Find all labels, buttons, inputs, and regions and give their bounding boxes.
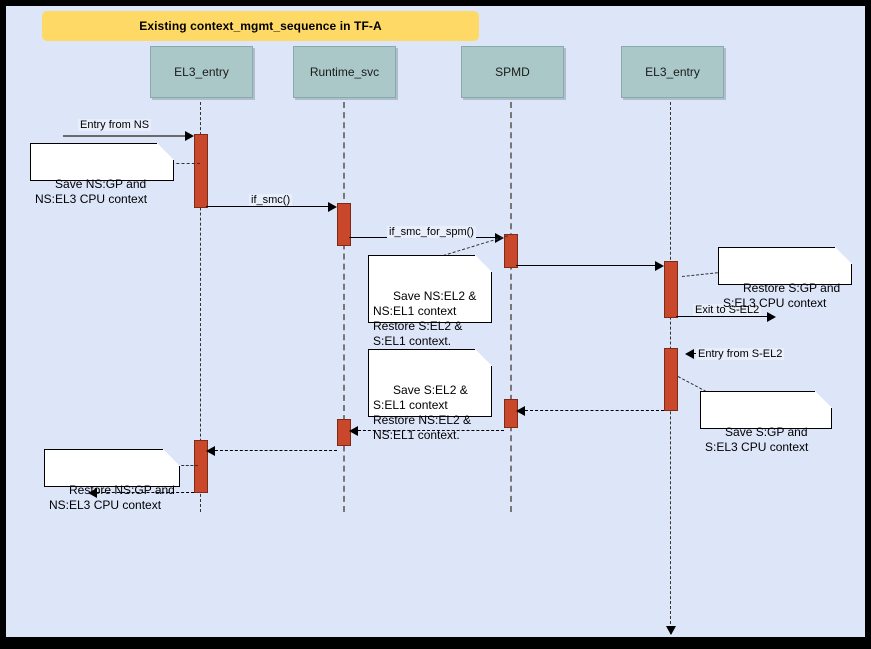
note-restore-s-gp: Restore S:GP and S:EL3 CPU context	[718, 247, 852, 310]
note-save-s-gp: Save S:GP and S:EL3 CPU context	[700, 391, 832, 454]
note-connector-6	[172, 465, 198, 466]
message-label-if-smc-for-spm: if_smc_for_spm()	[387, 226, 476, 238]
lifeline-header-spmd[interactable]: SPMD	[461, 46, 564, 98]
message-label-exit-to-s-el2: Exit to S-EL2	[693, 304, 762, 316]
message-label-entry-from-s-el2: Entry from S-EL2	[696, 348, 785, 360]
note-restore-ns-gp: Restore NS:GP and NS:EL3 CPU context	[44, 449, 180, 512]
activation-runtime-1	[337, 203, 351, 246]
activation-el3-right-2	[664, 348, 678, 411]
activation-el3-right-1	[664, 261, 678, 318]
lifeline-line-runtime	[343, 102, 345, 512]
lifeline-label-spmd: SPMD	[495, 65, 530, 79]
lifeline-label-el3-left: EL3_entry	[174, 65, 229, 79]
note-save-ns-gp: Save NS:GP and NS:EL3 CPU context	[30, 143, 174, 206]
lifeline-line-spmd	[510, 102, 512, 512]
activation-spmd-1	[504, 234, 518, 268]
note-connector-5	[677, 376, 707, 392]
activation-el3-left-1	[194, 134, 208, 208]
note-save-ns-el2: Save NS:EL2 & NS:EL1 context Restore S:E…	[368, 255, 492, 348]
sequence-diagram: Existing context_mgmt_sequence in TF-A E…	[6, 6, 865, 637]
note-connector-3	[681, 272, 718, 277]
note-text-save-ns-gp: Save NS:GP and NS:EL3 CPU context	[35, 177, 148, 206]
lifeline-header-runtime-svc[interactable]: Runtime_svc	[293, 46, 396, 98]
lifeline-line-el3-left	[200, 102, 201, 512]
message-label-if-smc: if_smc()	[249, 194, 293, 206]
diagram-title: Existing context_mgmt_sequence in TF-A	[42, 11, 479, 41]
lifeline-header-el3-left[interactable]: EL3_entry	[150, 46, 253, 98]
note-save-s-el2: Save S:EL2 & S:EL1 context Restore NS:EL…	[368, 349, 492, 442]
note-text-save-s-el2: Save S:EL2 & S:EL1 context Restore NS:EL…	[373, 383, 472, 442]
activation-el3-left-2	[194, 440, 208, 493]
note-text-restore-s-gp: Restore S:GP and S:EL3 CPU context	[723, 281, 841, 310]
note-connector-1	[166, 163, 200, 164]
lifeline-header-el3-right[interactable]: EL3_entry	[621, 46, 724, 98]
note-text-save-ns-el2: Save NS:EL2 & NS:EL1 context Restore S:E…	[373, 289, 477, 348]
lifeline-end-arrow-el3-right	[666, 626, 676, 635]
lifeline-label-el3-right: EL3_entry	[645, 65, 700, 79]
message-label-entry-from-ns: Entry from NS	[78, 119, 152, 131]
note-text-save-s-gp: Save S:GP and S:EL3 CPU context	[705, 425, 809, 454]
lifeline-label-runtime-svc: Runtime_svc	[309, 65, 380, 79]
note-text-restore-ns-gp: Restore NS:GP and NS:EL3 CPU context	[49, 483, 175, 512]
